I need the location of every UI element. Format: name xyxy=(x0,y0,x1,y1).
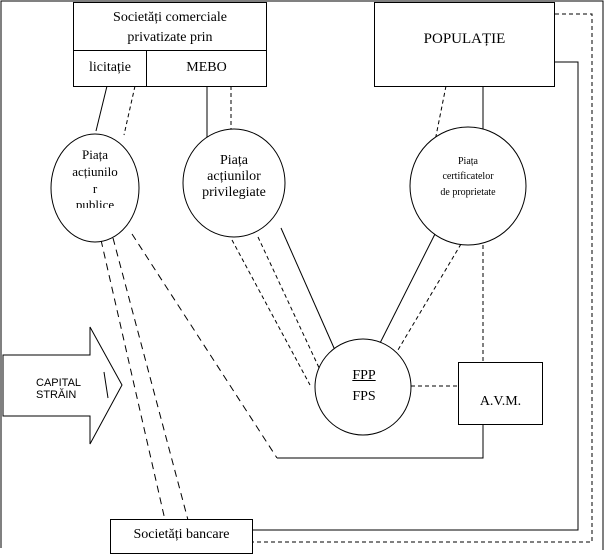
cert-market-line3: de proprietate xyxy=(440,187,496,198)
public-junction-dashed xyxy=(131,233,278,459)
population-cert-dashed xyxy=(433,85,447,147)
privileged-fund-dashed-a xyxy=(257,236,322,373)
companies-title-line1: Societăți comerciale xyxy=(113,10,227,25)
avm-box xyxy=(458,362,543,425)
licitatie-public-line xyxy=(95,85,108,132)
public-market-line4: publice xyxy=(75,197,115,208)
companies-title-line2: privatizate prin xyxy=(127,30,213,45)
fund-denominator: FPS xyxy=(352,389,376,404)
privileged-fund-dashed-b xyxy=(231,239,311,386)
cert-market-line2: certificatelor xyxy=(442,171,494,182)
privileged-market-ellipse xyxy=(182,128,286,238)
public-banks-dashed-b xyxy=(112,237,189,521)
fund-ellipse xyxy=(314,338,412,436)
population-box xyxy=(374,2,555,87)
public-market-line3: r xyxy=(92,181,98,196)
public-market-ellipse xyxy=(50,133,140,243)
privileged-market-line3: privilegiate xyxy=(202,185,266,200)
population-label: POPULAȚIE xyxy=(423,31,506,47)
avm-label: A.V.M. xyxy=(479,394,522,409)
mebo-cell xyxy=(146,50,267,87)
avm-junction-line xyxy=(277,425,484,459)
capital-arrow-tick xyxy=(103,371,109,399)
cert-market-ellipse xyxy=(409,126,527,246)
capital-line1: CAPITAL xyxy=(36,377,82,389)
privileged-market-line1: Piața xyxy=(220,153,248,168)
population-banks-dashed-line xyxy=(252,13,593,543)
cert-market-line1: Piața xyxy=(458,156,478,167)
banks-label: Societăți bancare xyxy=(133,527,230,542)
cert-fund-dashed xyxy=(391,243,462,361)
fund-numerator: FPP xyxy=(352,368,376,383)
privileged-fund-line xyxy=(280,227,339,358)
public-market-line1: Piața xyxy=(82,147,108,162)
capital-line2: STRĂIN xyxy=(36,389,77,401)
licitatie-public-dashed xyxy=(123,85,136,136)
privileged-market-line2: acțiunilor xyxy=(207,169,261,184)
public-market-line2: acțiunilo xyxy=(72,164,118,179)
cert-fund-line xyxy=(374,231,437,354)
capital-arrow xyxy=(2,326,123,445)
banks-box xyxy=(110,519,253,554)
population-banks-line xyxy=(252,61,579,531)
mebo-label: MEBO xyxy=(186,60,227,75)
licitatie-label: licitație xyxy=(89,60,131,75)
